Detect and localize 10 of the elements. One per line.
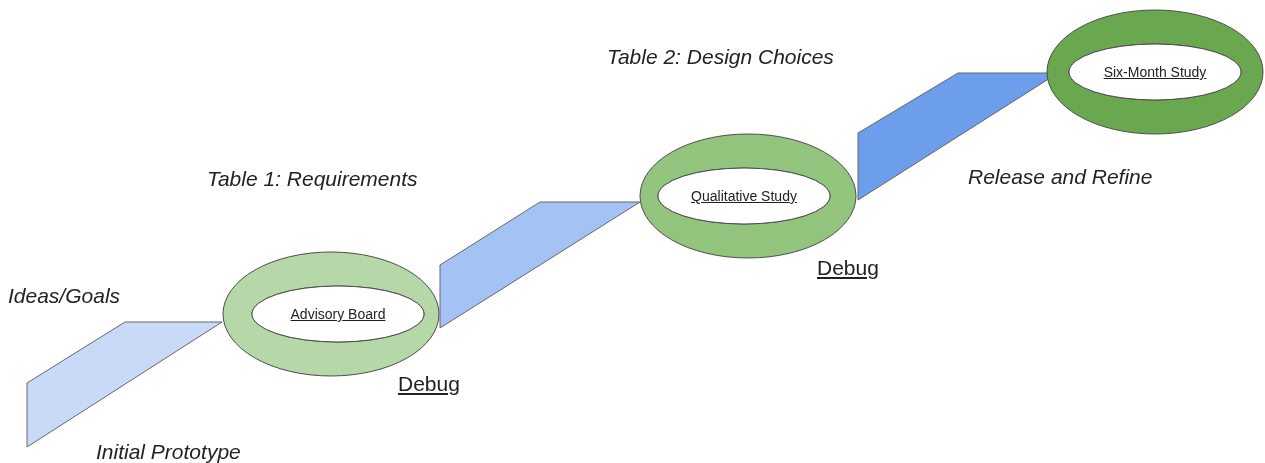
- stage-name: Qualitative Study: [691, 188, 797, 204]
- phase-label: Release and Refine: [968, 165, 1153, 189]
- stage-name: Advisory Board: [290, 306, 386, 322]
- debug-label: Debug: [398, 372, 460, 396]
- phase-label: Table 2: Design Choices: [607, 45, 834, 69]
- debug-label: Debug: [817, 256, 879, 280]
- stage-name: Six-Month Study: [1103, 64, 1207, 80]
- phase-label: Table 1: Requirements: [207, 167, 418, 191]
- phase-label: Ideas/Goals: [8, 284, 121, 308]
- phase-label: Initial Prototype: [96, 440, 241, 463]
